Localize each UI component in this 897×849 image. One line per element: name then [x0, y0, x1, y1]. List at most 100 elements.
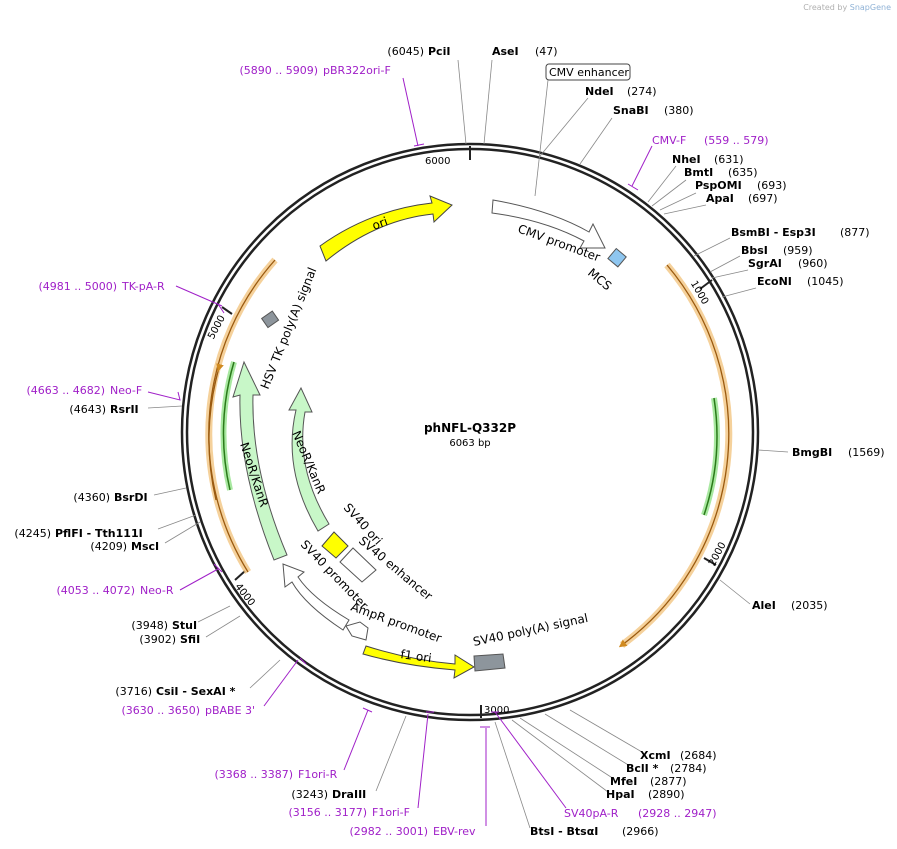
primer-pbabe-range: (3630 .. 3650): [121, 704, 200, 717]
enzyme-xcmi-pos: (2684): [680, 749, 717, 762]
enzyme-rsrii-name: RsrII: [110, 403, 139, 416]
leader-msci: [164, 521, 201, 544]
enzyme-snabi-name: SnaBI: [613, 104, 649, 117]
leader-bcli: [544, 713, 631, 767]
enzyme-nhei-name: NheI: [672, 153, 701, 166]
enzyme-bmti-name: BmtI: [684, 166, 713, 179]
leader-snabi: [579, 117, 613, 165]
primer-pbr322-range: (5890 .. 5909): [239, 64, 318, 77]
enzyme-bcli-name: BclI *: [626, 762, 659, 775]
enzyme-sfii-pos: (3902): [139, 633, 176, 646]
enzyme-bsrdi-pos: (4360): [73, 491, 110, 504]
enzyme-csii-pos: (3716): [115, 685, 152, 698]
enzyme-pspomi-name: PspOMI: [695, 179, 742, 192]
tick-label-6000: 6000: [425, 156, 450, 167]
neo-inner-arrow: [288, 386, 330, 532]
mcs-label: MCS: [585, 266, 614, 294]
leader-bmti: [651, 179, 687, 207]
enzyme-bsmbi-name: BsmBI - Esp3I: [731, 226, 816, 239]
enzyme-hpai-name: HpaI: [606, 788, 635, 801]
tick-mark-2000: [703, 557, 717, 566]
backbone-outer: [180, 142, 760, 722]
sv40-polya-label: SV40 poly(A) signal: [472, 611, 590, 649]
enzyme-sgrai-name: SgrAI: [748, 257, 782, 270]
enzyme-snabi-pos: (380): [664, 104, 694, 117]
primer-cmvf-range: (559 .. 579): [704, 134, 769, 147]
enzyme-msci-pos: (4209): [90, 540, 127, 553]
enzyme-bmti-pos: (635): [728, 166, 758, 179]
enzyme-pflfi-pos: (4245): [14, 527, 51, 540]
tick-mark-1000: [699, 279, 713, 290]
enzyme-hpai-pos: (2890): [648, 788, 685, 801]
plasmid-name: phNFL-Q332P: [424, 421, 516, 435]
primer-leader-pbr322: [402, 77, 419, 147]
enzyme-bsrdi-name: BsrDI: [114, 491, 148, 504]
enzyme-mfei-pos: (2877): [650, 775, 687, 788]
leader-cmv-enhancer: [534, 79, 549, 197]
primer-neor-range: (4053 .. 4072): [56, 584, 135, 597]
f1-ori-label: f1 ori: [400, 647, 433, 665]
enzyme-pflfi-name: PflFI - Tth111I: [55, 527, 143, 540]
cmv-enhancer-label: CMV enhancer: [549, 66, 629, 79]
primer-tkpar-range: (4981 .. 5000): [38, 280, 117, 293]
enzyme-alei-pos: (2035): [791, 599, 828, 612]
enzyme-pcii-pos: (6045): [387, 45, 424, 58]
snapgene-credit: Created by SnapGene: [803, 3, 891, 12]
orf-arc-left-inner: [208, 363, 224, 501]
primer-sv40par-name: SV40pA-R: [564, 807, 619, 820]
sv40-promoter-arrow: [282, 563, 350, 631]
primer-leader-f1r: [343, 709, 369, 771]
orf-arc-right-line: [618, 264, 730, 648]
enzyme-bmgbi-name: BmgBI: [792, 446, 832, 459]
enzyme-asei-pos: (47): [535, 45, 558, 58]
credit-prefix: Created by: [803, 3, 848, 12]
leader-hpai: [511, 719, 609, 793]
leader-pflfi: [157, 514, 197, 530]
enzyme-bmgbi-pos: (1569): [848, 446, 885, 459]
ampr-promoter-arrow: [345, 621, 369, 641]
cmv-promoter-arrow: [491, 199, 606, 249]
f1-ori-arrow: [362, 645, 475, 679]
leader-bbsi: [709, 255, 741, 273]
tick-mark-5000: [221, 306, 233, 315]
leader-bsrdi: [153, 487, 187, 496]
primer-f1f-name: F1ori-F: [372, 806, 410, 819]
leader-bsmbi: [693, 237, 731, 257]
sv40-enhancer-marker: [339, 547, 377, 583]
primer-pbabe-name: pBABE 3': [205, 704, 255, 717]
enzyme-bbsi-name: BbsI: [741, 244, 768, 257]
leader-draiii: [375, 715, 407, 792]
enzyme-bsmbi-pos: (877): [840, 226, 870, 239]
enzyme-csii-name: CsiI - SexAI *: [156, 685, 236, 698]
primer-pbr322-name: pBR322ori-F: [323, 64, 391, 77]
enzyme-sgrai-pos: (960): [798, 257, 828, 270]
enzyme-apai-pos: (697): [748, 192, 778, 205]
enzyme-apai-name: ApaI: [706, 192, 734, 205]
primer-neof-range: (4663 .. 4682): [26, 384, 105, 397]
primer-ebv-name: EBV-rev: [433, 825, 476, 838]
hsv-tk-polya-marker: [260, 310, 280, 329]
primer-leader-neof: [147, 391, 181, 401]
enzyme-pspomi-pos: (693): [757, 179, 787, 192]
ori-arrow: [319, 195, 453, 262]
primer-f1r-range: (3368 .. 3387): [214, 768, 293, 781]
tick-mark-4000: [234, 570, 246, 581]
primer-tkpar-name: TK-pA-R: [121, 280, 165, 293]
primer-leader-tkpar: [175, 285, 223, 307]
cmv-enhancer-box: [545, 63, 631, 81]
leader-bmgbi: [757, 449, 789, 453]
leader-ndei: [539, 97, 589, 157]
primer-mark-tkpar: [217, 303, 225, 314]
primer-mark-pbr322: [413, 143, 425, 147]
primer-ebv-range: (2982 .. 3001): [349, 825, 428, 838]
hsv-tk-label: HSV TK poly(A) signal: [258, 265, 320, 391]
enzyme-ndei-pos: (274): [627, 85, 657, 98]
leader-econi: [721, 287, 757, 298]
leader-rsrii: [147, 405, 183, 409]
enzyme-alei-name: AleI: [752, 599, 776, 612]
leader-apai: [663, 204, 707, 215]
leader-pcii: [457, 59, 467, 145]
primer-mark-pbabe: [299, 657, 307, 665]
primer-leader-sv40par: [494, 711, 567, 809]
primer-mark-neor: [213, 563, 223, 573]
